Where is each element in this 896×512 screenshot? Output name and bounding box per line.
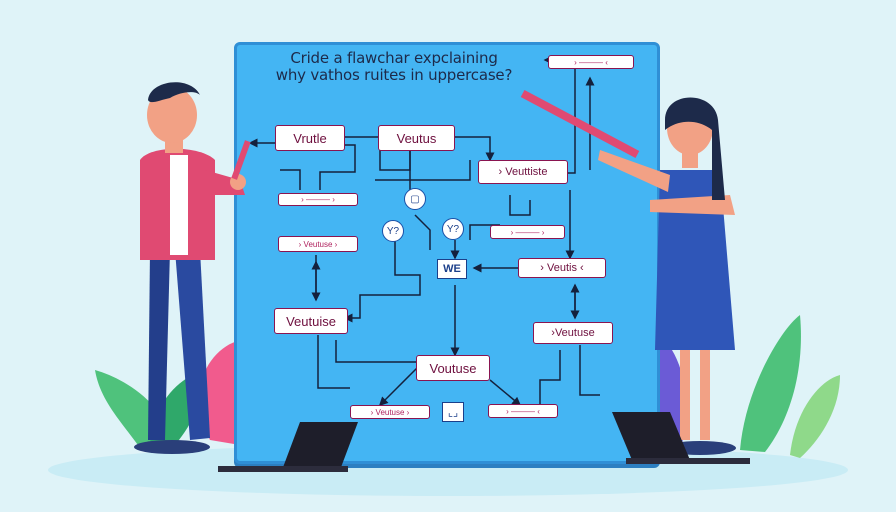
node-veutuse-small-bottom: › Veutuse ›: [350, 405, 430, 419]
title-line-2: why vathos ruites in uppercase?: [275, 66, 513, 84]
check-icon: ⌞⌟: [442, 402, 464, 422]
board-title: Cride a flawchar expclaining why vathos …: [274, 50, 514, 84]
we-box: WE: [437, 259, 467, 279]
node-bottom-right-small: › ——— ‹: [488, 404, 558, 418]
node-top-right-small: › ——— ‹: [548, 55, 634, 69]
title-line-1: Cride a flawchar expclaining: [290, 49, 498, 67]
node-veutus: Veutus: [378, 125, 455, 151]
laptop-right: [612, 412, 750, 464]
decision-square-icon: ▢: [404, 188, 426, 210]
decision-circle-1: Y?: [382, 220, 404, 242]
node-voutuse: Voutuse: [416, 355, 490, 381]
decision-circle-2: Y?: [442, 218, 464, 240]
node-veutis: › Veutis ‹: [518, 258, 606, 278]
node-left-small-1: › ——— ›: [278, 193, 358, 206]
node-veuttiste: › Veuttiste: [478, 160, 568, 184]
person-left: [134, 82, 251, 454]
node-veutuse-right: ›Veutuse: [533, 322, 613, 344]
node-right-small: › ——— ›: [490, 225, 565, 239]
person-right: [520, 89, 736, 455]
laptop-left: [218, 422, 358, 472]
node-veutuse-small-left: › Veutuse ›: [278, 236, 358, 252]
node-vrutle: Vrutle: [275, 125, 345, 151]
node-veutuise: Veutuise: [274, 308, 348, 334]
